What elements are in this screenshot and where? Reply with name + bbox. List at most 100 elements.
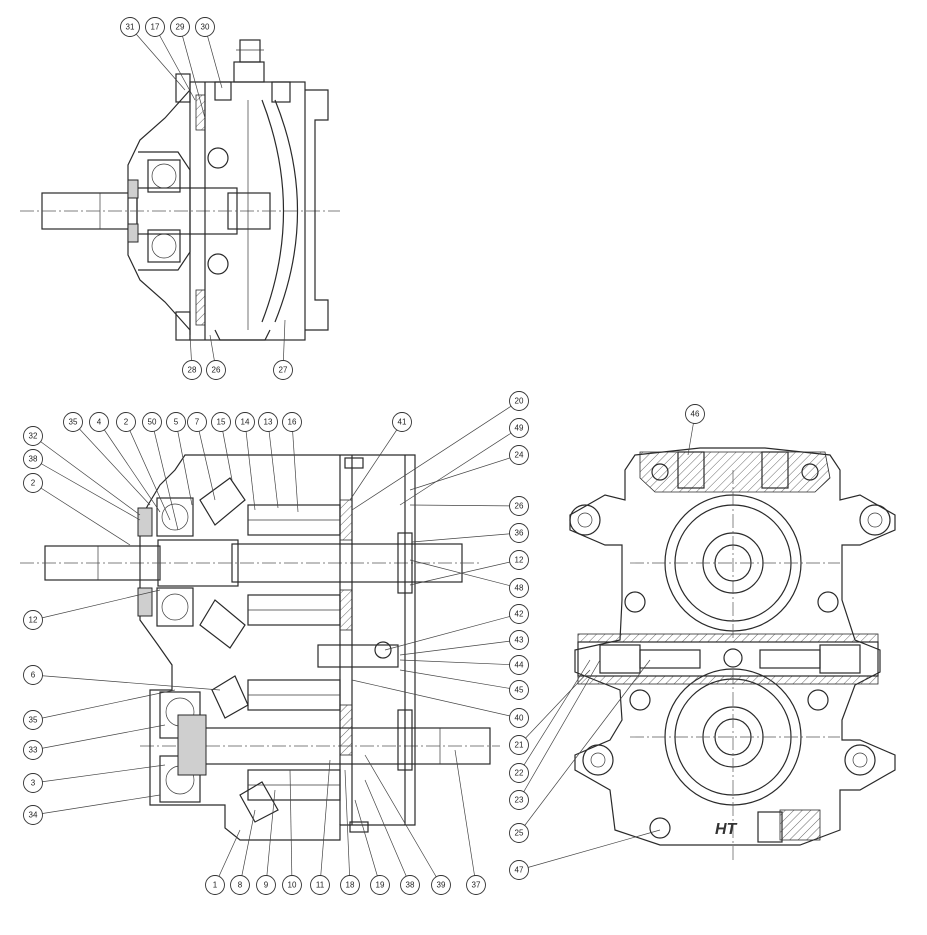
part-number-label: 19 bbox=[376, 881, 385, 890]
part-number-callout: 24 bbox=[509, 445, 529, 465]
leader-line bbox=[349, 421, 403, 501]
leader-line bbox=[319, 759, 331, 886]
leader-line bbox=[399, 659, 520, 666]
leader-line bbox=[204, 26, 223, 89]
part-number-callout: 20 bbox=[509, 391, 529, 411]
part-number-callout: 42 bbox=[509, 604, 529, 624]
part-number-label: 49 bbox=[515, 424, 524, 433]
part-number-label: 35 bbox=[29, 716, 38, 725]
part-number-callout: 16 bbox=[282, 412, 302, 432]
part-number-callout: 37 bbox=[466, 875, 486, 895]
leader-line bbox=[32, 458, 141, 521]
part-number-callout: 26 bbox=[509, 496, 529, 516]
leader-line bbox=[154, 26, 196, 101]
part-number-callout: 4 bbox=[89, 412, 109, 432]
part-number-callout: 38 bbox=[400, 875, 420, 895]
leader-line bbox=[354, 799, 381, 886]
leader-line bbox=[179, 26, 206, 119]
leader-line bbox=[409, 454, 520, 491]
leader-line bbox=[196, 421, 216, 501]
part-number-callout: 39 bbox=[431, 875, 451, 895]
logo: HT bbox=[715, 821, 738, 838]
part-number-label: 10 bbox=[288, 881, 297, 890]
part-number-label: 11 bbox=[316, 881, 325, 890]
part-number-callout: 10 bbox=[282, 875, 302, 895]
leader-line bbox=[32, 764, 166, 784]
part-number-callout: 17 bbox=[145, 17, 165, 37]
part-number-label: 34 bbox=[29, 811, 38, 820]
leader-line bbox=[351, 400, 520, 511]
part-number-callout: 47 bbox=[509, 860, 529, 880]
part-number-callout: 50 bbox=[142, 412, 162, 432]
part-number-label: 9 bbox=[264, 881, 269, 890]
leader-line bbox=[151, 421, 179, 531]
part-number-callout: 12 bbox=[23, 610, 43, 630]
leader-line bbox=[239, 809, 256, 886]
leader-line bbox=[344, 769, 351, 886]
part-number-label: 31 bbox=[126, 23, 135, 32]
leader-line bbox=[129, 26, 186, 91]
part-number-label: 2 bbox=[31, 479, 36, 488]
part-number-callout: 26 bbox=[206, 360, 226, 380]
part-number-label: 32 bbox=[29, 432, 38, 441]
leader-line bbox=[291, 421, 299, 513]
main-section-view bbox=[20, 454, 500, 841]
part-number-label: 23 bbox=[515, 796, 524, 805]
part-number-label: 12 bbox=[515, 556, 524, 565]
leader-line bbox=[364, 779, 411, 886]
leader-line bbox=[518, 659, 591, 774]
part-number-label: 25 bbox=[515, 829, 524, 838]
leader-line bbox=[72, 421, 151, 506]
leader-line bbox=[32, 794, 161, 816]
part-number-label: 42 bbox=[515, 610, 524, 619]
part-number-label: 22 bbox=[515, 769, 524, 778]
part-number-label: 41 bbox=[398, 418, 407, 427]
part-number-label: 47 bbox=[515, 866, 524, 875]
leader-line bbox=[454, 749, 477, 886]
part-number-callout: 30 bbox=[195, 17, 215, 37]
part-number-callout: 23 bbox=[509, 790, 529, 810]
leader-lines bbox=[32, 26, 696, 886]
part-number-callout: 9 bbox=[256, 875, 276, 895]
part-number-callout: 35 bbox=[23, 710, 43, 730]
part-number-callout: 25 bbox=[509, 823, 529, 843]
leader-line bbox=[32, 724, 166, 751]
part-number-callout: 48 bbox=[509, 578, 529, 598]
top-section-view bbox=[20, 39, 340, 341]
part-number-label: 15 bbox=[217, 418, 226, 427]
part-number-label: 2 bbox=[124, 418, 129, 427]
part-number-callout: 31 bbox=[120, 17, 140, 37]
part-number-callout: 11 bbox=[310, 875, 330, 895]
leader-line bbox=[399, 639, 520, 656]
leader-line bbox=[214, 829, 241, 886]
part-number-label: 30 bbox=[201, 23, 210, 32]
leader-line bbox=[409, 559, 520, 586]
part-number-callout: 14 bbox=[235, 412, 255, 432]
part-number-label: 44 bbox=[515, 661, 524, 670]
part-number-label: 40 bbox=[515, 714, 524, 723]
leader-line bbox=[399, 669, 520, 691]
part-number-label: 28 bbox=[188, 366, 197, 375]
leader-line bbox=[125, 421, 171, 521]
leader-line bbox=[267, 421, 279, 509]
part-number-callout: 27 bbox=[273, 360, 293, 380]
leader-line bbox=[32, 689, 176, 721]
leader-line bbox=[364, 754, 442, 886]
part-number-label: 17 bbox=[151, 23, 160, 32]
leader-line bbox=[32, 589, 161, 621]
part-number-callout: 49 bbox=[509, 418, 529, 438]
leader-line bbox=[175, 421, 193, 506]
part-number-callout: 2 bbox=[23, 473, 43, 493]
leader-line bbox=[518, 829, 661, 871]
part-number-callout: 18 bbox=[340, 875, 360, 895]
part-number-label: 43 bbox=[515, 636, 524, 645]
part-number-callout: 21 bbox=[509, 735, 529, 755]
leader-line bbox=[265, 789, 276, 886]
part-number-callout: 19 bbox=[370, 875, 390, 895]
part-number-callout: 29 bbox=[170, 17, 190, 37]
part-number-callout: 6 bbox=[23, 665, 43, 685]
part-number-callout: 13 bbox=[258, 412, 278, 432]
part-number-label: 20 bbox=[515, 397, 524, 406]
